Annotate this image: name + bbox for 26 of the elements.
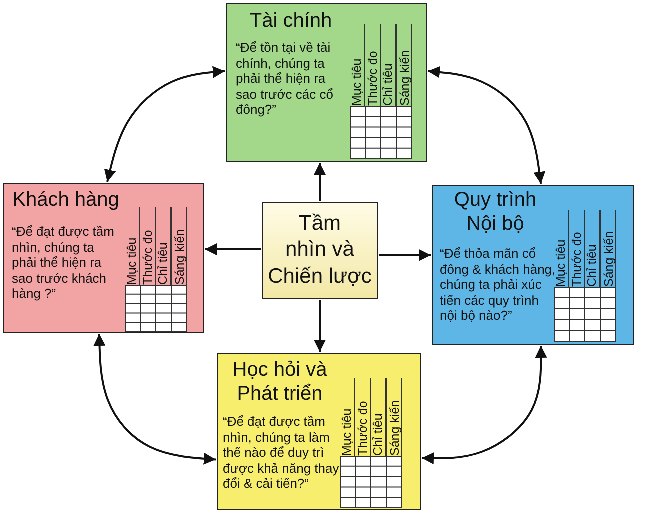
box-heading: Quy trình Nội bộ [453,188,538,236]
arrow [205,244,261,256]
perspective-box [226,3,427,162]
box-heading: Học hỏi và Phát triển [232,358,328,406]
arrow [314,163,326,201]
question-text: “Để thỏa mãn cổ đông & khách hàng, chúng ta phải xúc tiến các quy trình nội bộ nào?” [440,246,556,324]
column-header: Sáng kiến [600,210,616,287]
arrow [314,300,326,352]
question-text: “Để đạt được tầm nhìn, chúng ta làm thế nào để duy trì được khả năng thay đổi & cải tiến?” [223,414,340,492]
perspective-box [432,185,634,345]
column-header: Sáng kiến [396,24,412,106]
column-header: Sáng kiến [386,378,402,456]
perspective-box [3,183,204,333]
arrow [422,346,548,465]
question-text: “Để tồn tại về tài chính, chúng ta phải thể hiện ra sao trước các cổ đông?” [236,40,334,118]
box-heading: Khách hàng [12,188,120,212]
arrow [104,66,226,182]
perspective-box [217,353,421,510]
vision-box [262,202,378,299]
node-title: Tầm nhìn và Chiến lược [268,211,372,290]
question-text: “Để đạt được tầm nhìn, chúng ta phải thể hiện ra sao trước khách hàng ?” [12,224,116,302]
arrow [428,66,546,184]
arrow [94,334,216,465]
box-heading: Tài chính [248,9,334,33]
arrow [379,249,431,262]
column-header: Sáng kiến [172,207,187,285]
